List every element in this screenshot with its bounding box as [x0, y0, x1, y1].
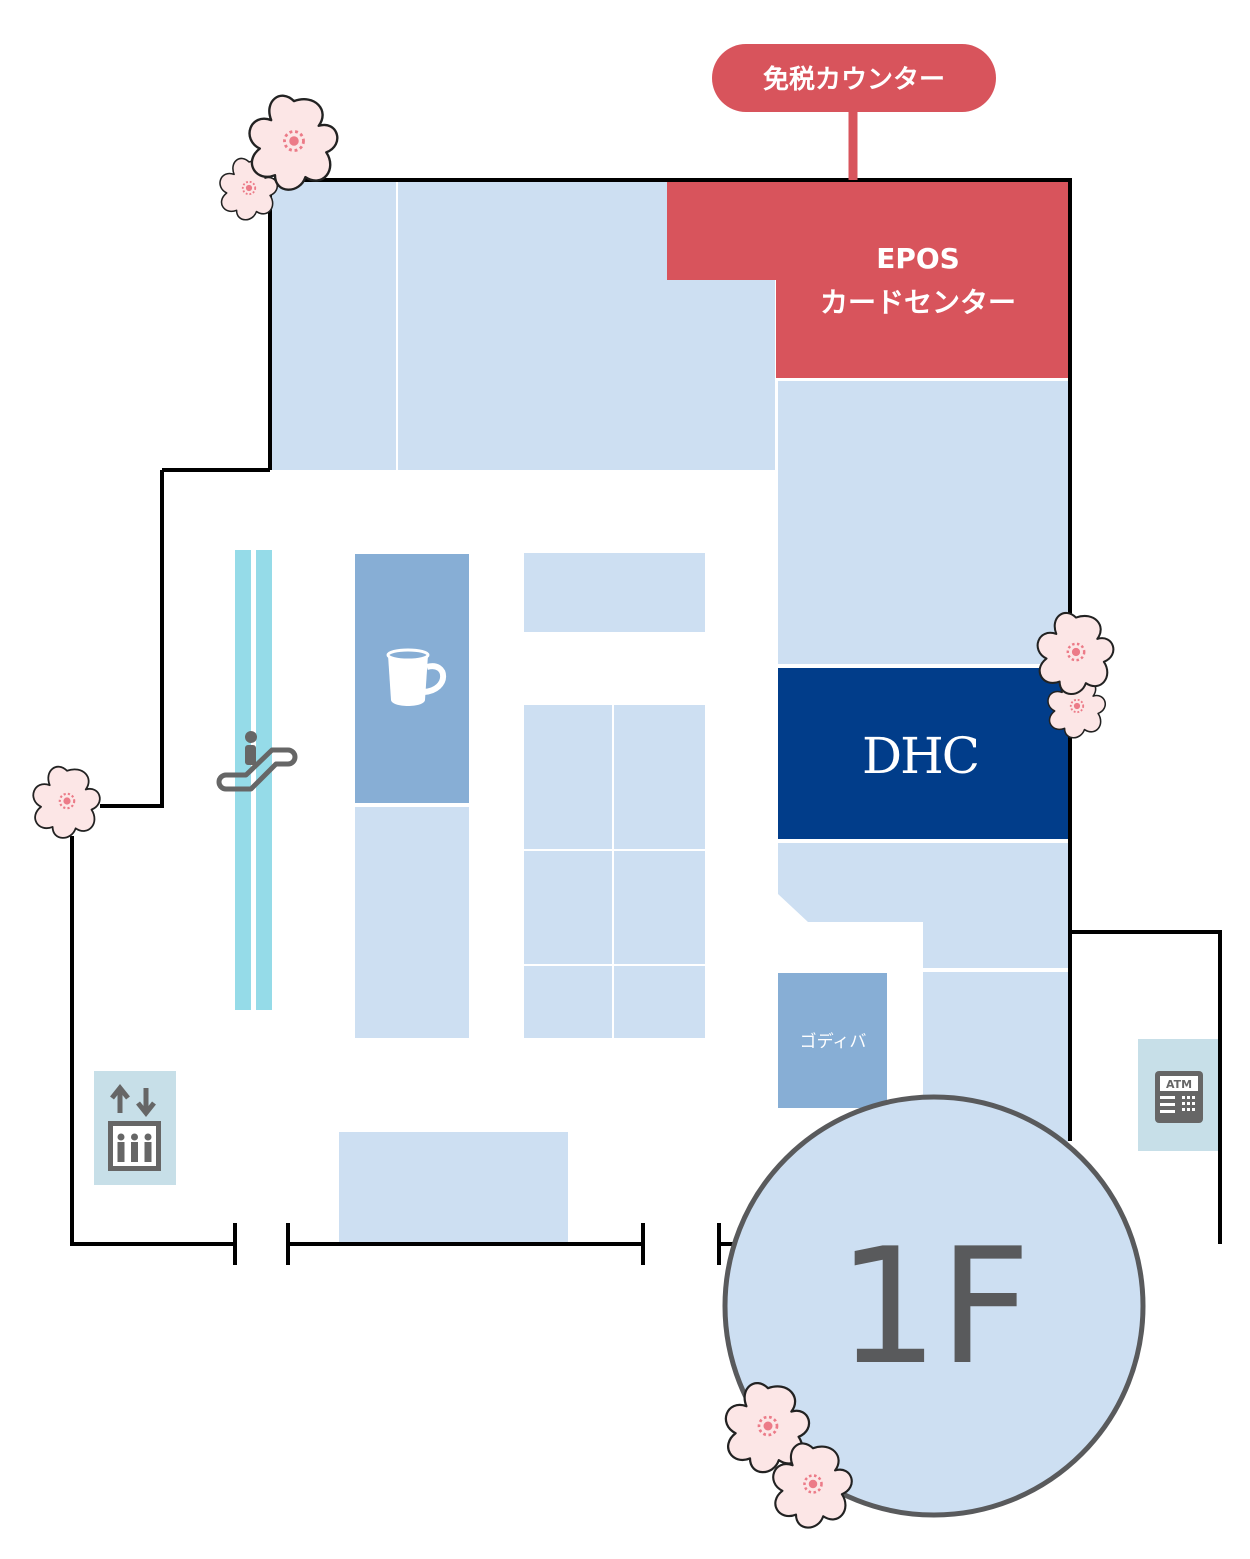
epos-label-line2: カードセンター	[820, 286, 1016, 319]
store-center-grid-b2[interactable]	[614, 851, 705, 964]
elevator-icon	[94, 1071, 176, 1185]
atm-label: ATM	[1166, 1078, 1192, 1091]
store-top-left-narrow[interactable]	[272, 182, 396, 470]
store-dhc[interactable]	[778, 668, 1068, 839]
store-center-grid-a1[interactable]	[524, 705, 612, 849]
store-bottom-center[interactable]	[339, 1132, 568, 1242]
tax-free-counter-callout[interactable]: 免税カウンター	[712, 44, 996, 180]
store-right-middle[interactable]	[778, 843, 1068, 968]
escalator-track	[235, 550, 272, 1010]
store-center-grid-a3[interactable]	[524, 966, 612, 1038]
floor-badge: 1F	[722, 1094, 1146, 1518]
store-blocks	[272, 182, 1068, 1242]
escalator-icon	[216, 731, 298, 792]
store-center-grid-a2[interactable]	[524, 851, 612, 964]
store-right-upper[interactable]	[778, 381, 1068, 664]
tax-free-counter-label: 免税カウンター	[763, 64, 945, 95]
store-center-left-lower[interactable]	[355, 807, 469, 1038]
dhc-logo-label: DHC	[862, 727, 978, 785]
store-center-grid-b3[interactable]	[614, 966, 705, 1038]
coffee-cup-icon	[386, 648, 446, 706]
store-center-grid-b1[interactable]	[614, 705, 705, 849]
epos-label-line1: EPOS	[876, 242, 960, 275]
floor-label: 1F	[837, 1213, 1031, 1400]
godiva-label: ゴディバ	[800, 1031, 867, 1052]
store-godiva[interactable]	[778, 973, 887, 1108]
store-center-top[interactable]	[524, 553, 705, 632]
store-epos-card-center[interactable]	[667, 182, 1068, 378]
atm-icon: ATM	[1138, 1039, 1218, 1151]
